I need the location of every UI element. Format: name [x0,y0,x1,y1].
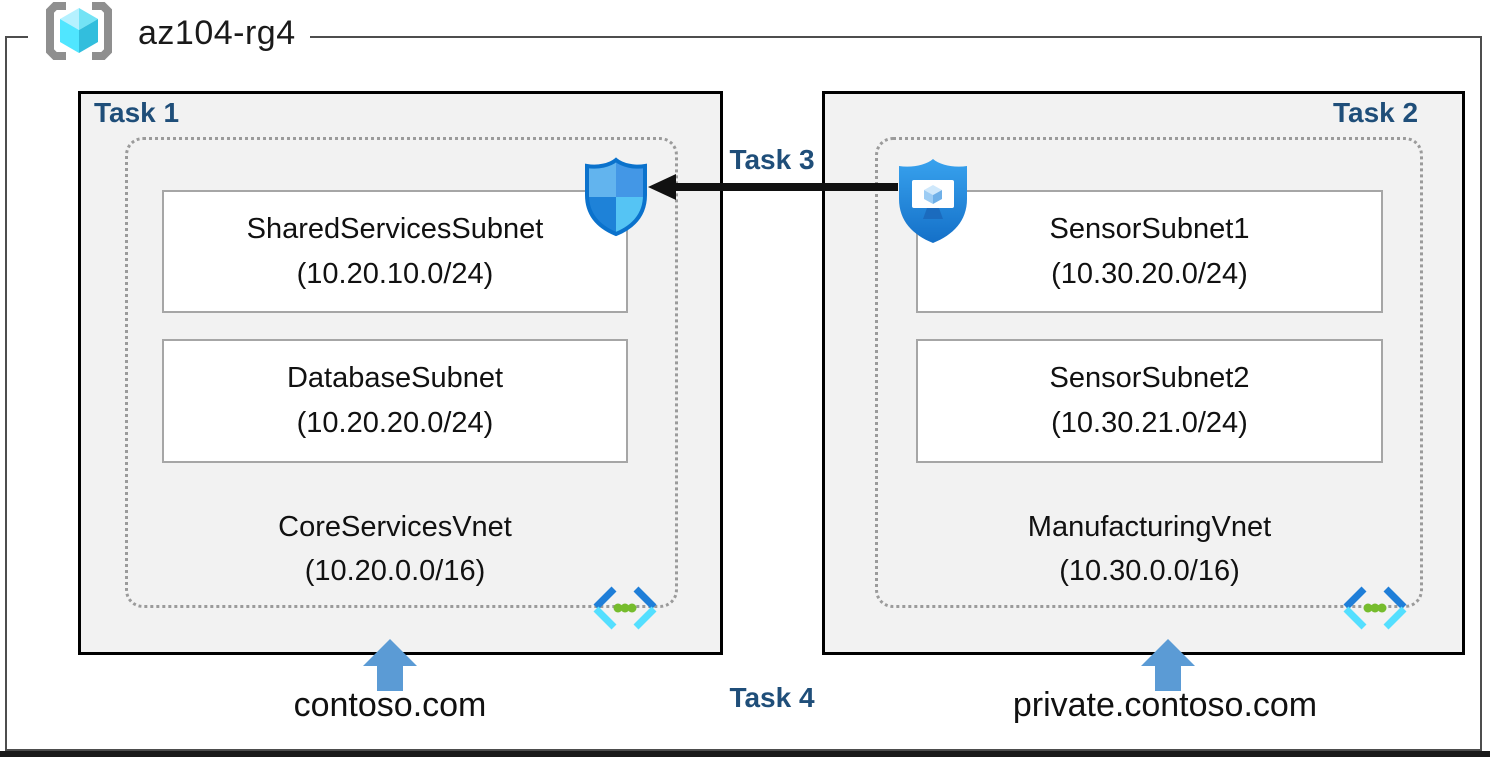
virtual-network-icon [1342,585,1408,636]
vnet-boundary-manufacturing [875,137,1423,608]
subnet-name: SensorSubnet2 [1049,362,1250,395]
subnet-name: DatabaseSubnet [286,362,504,395]
virtual-network-icon [592,585,658,636]
subnet-cidr: (10.20.20.0/24) [296,407,494,439]
vnet-label-coreservices: CoreServicesVnet (10.20.0.0/16) [162,506,628,593]
subnet-sensor1: SensorSubnet1 (10.30.20.0/24) [916,190,1383,313]
bottom-border-bar [0,751,1490,757]
subnet-cidr: (10.30.20.0/24) [1051,257,1248,290]
task2-label: Task 2 [1333,97,1419,128]
vnet-name-text: CoreServicesVnet [278,511,512,543]
subnet-name: SensorSubnet1 [1049,212,1250,245]
vnet-boundary-coreservices [125,137,678,608]
task3-label: Task 3 [729,144,815,175]
task1-label: Task 1 [94,97,180,128]
bastion-icon [894,157,972,252]
up-arrow-icon [1141,639,1195,696]
subnet-cidr: (10.30.21.0/24) [1051,407,1248,439]
vnet-name-text: ManufacturingVnet [1027,511,1272,543]
subnet-database: DatabaseSubnet (10.20.20.0/24) [162,339,628,463]
subnet-name: SharedServicesSubnet [246,212,544,245]
network-security-group-icon [582,157,650,242]
dns-zone-label-private-contoso: private.contoso.com [1012,686,1318,724]
vnet-label-manufacturing: ManufacturingVnet (10.30.0.0/16) [916,506,1383,593]
subnet-sensor2: SensorSubnet2 (10.30.21.0/24) [916,339,1383,463]
resource-group-frame [5,36,1482,751]
task4-label: Task 4 [729,682,815,713]
resource-group-icon [42,0,116,67]
up-arrow-icon [363,639,417,696]
vnet-cidr-text: (10.20.0.0/16) [304,554,486,587]
dns-zone-label-contoso: contoso.com [293,686,487,724]
subnet-sharedservices: SharedServicesSubnet (10.20.10.0/24) [162,190,628,313]
resource-group-name: az104-rg4 [138,13,296,52]
subnet-cidr: (10.20.10.0/24) [296,257,494,290]
vnet-cidr-text: (10.30.0.0/16) [1059,554,1240,587]
peering-arrow-icon [640,172,898,207]
resource-group-header: az104-rg4 [28,0,310,66]
